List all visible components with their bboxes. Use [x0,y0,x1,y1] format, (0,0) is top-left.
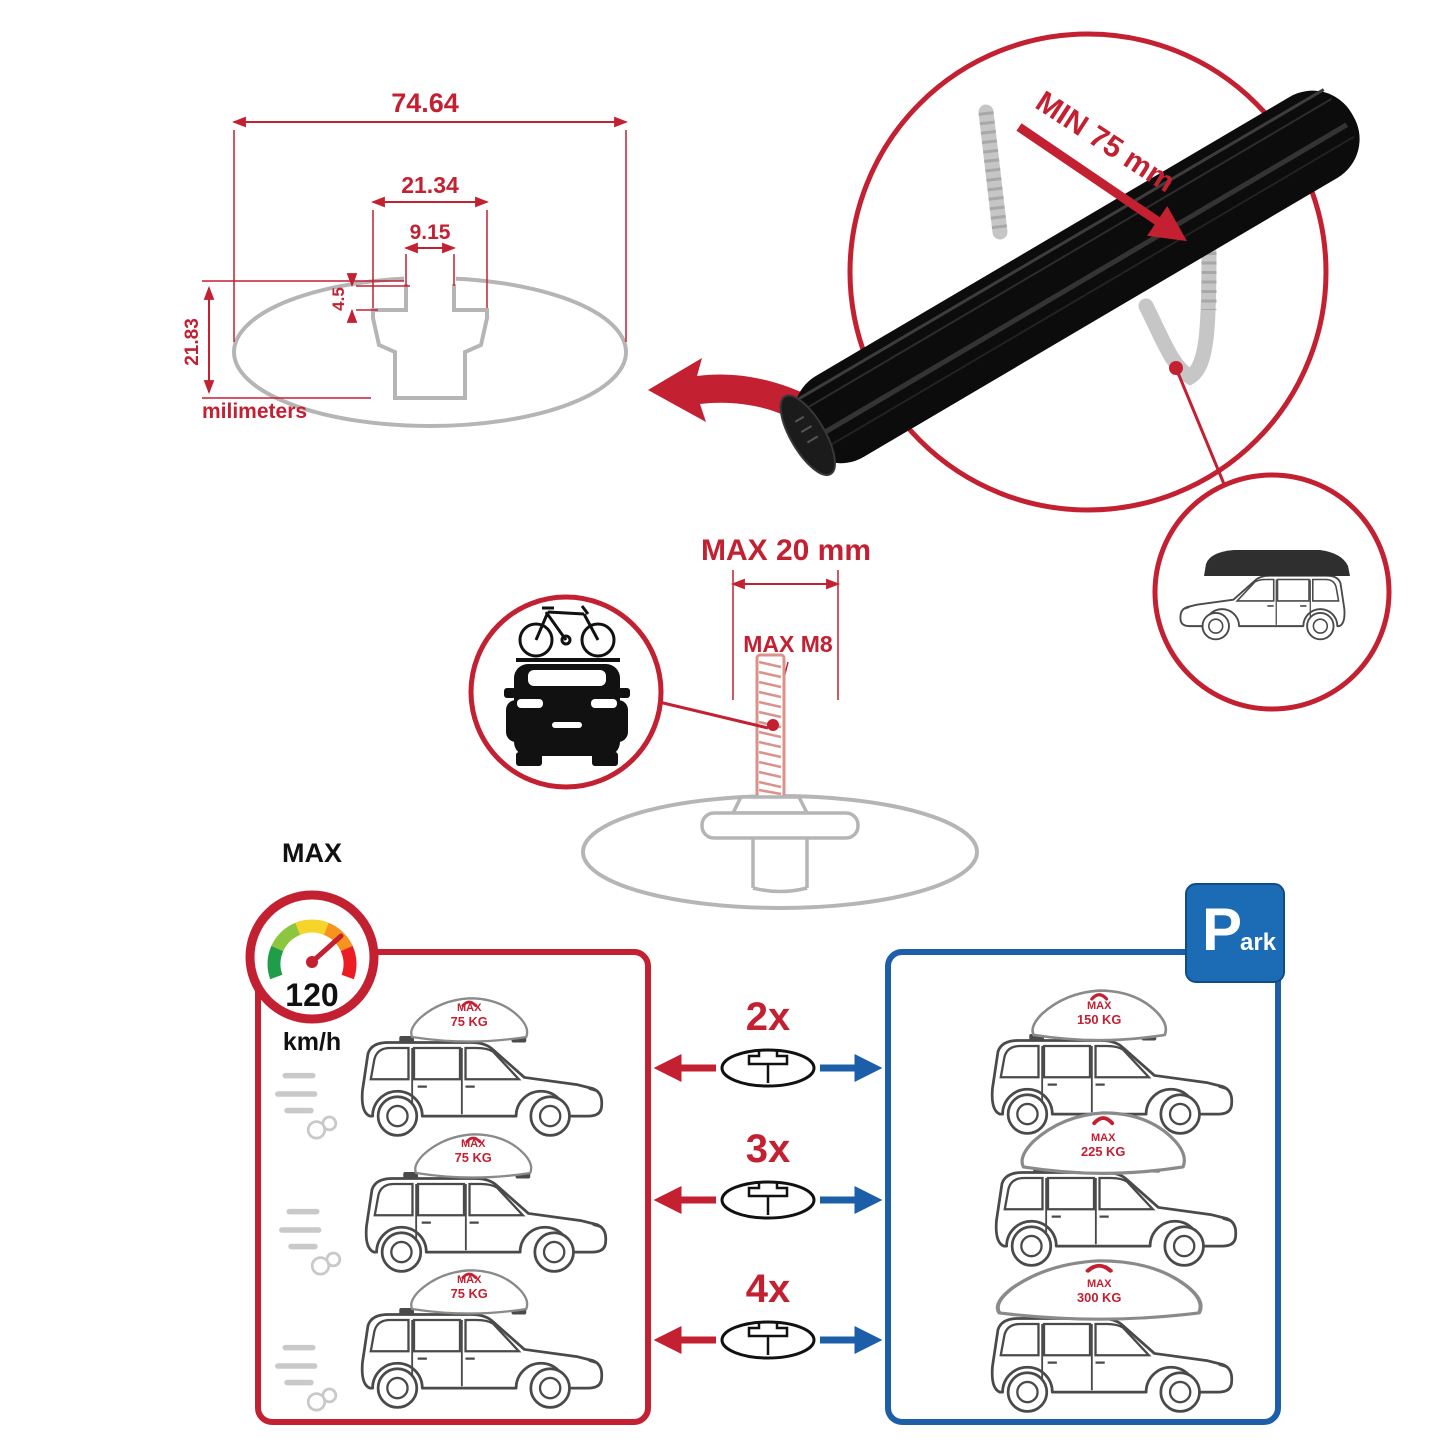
car-front-icon [504,664,630,766]
crossbar-section-icon [720,1180,816,1220]
bike-icon [518,605,616,658]
load-label-kg: 300 KG [1077,1290,1121,1305]
load-label-kg: 75 KG [451,1014,488,1029]
load-label-max: MAX [1091,1132,1116,1144]
roof-box [1204,550,1350,576]
multiplier-row-1: 2x [653,995,883,1088]
units-label: milimeters [202,400,307,423]
load-label-kg: 150 KG [1077,1012,1121,1027]
dim-lip-depth: 4.5 [329,287,348,311]
bar-count: 2x [746,995,791,1039]
bar-count: 3x [746,1127,791,1171]
pointer-arrow-to-diagram [648,358,860,452]
suv-roofbox-circle [1152,472,1392,712]
load-label-max: MAX [457,1274,482,1286]
dim-total-height: 21.83 [182,318,203,366]
crossbar-3d [779,88,1360,476]
connector-to-suv-circle [1174,367,1226,485]
load-label-max: MAX [1087,1000,1112,1012]
bar-count: 4x [746,1267,791,1311]
car-load-left-1: MAX 75 KG [278,996,604,1138]
dimension-diagram: 74.64 21.34 9.15 4.5 21.83 milimeters [182,88,629,428]
dim-slot-width: 9.15 [410,221,451,244]
gauge-needle [309,933,344,965]
bolt-section: MAX 20 mm MAX M8 [468,534,979,910]
dim-overall-width: 74.64 [391,88,459,118]
u-hook [978,104,1217,386]
car-front-circle [468,594,664,790]
max-length-label: MAX 20 mm [701,534,871,567]
bar-profile-channel [371,284,489,400]
load-label-max: MAX [1087,1278,1112,1290]
crossbar-section-icon [720,1320,816,1360]
multiplier-row-3: 4x [653,1267,883,1360]
suv-drawing [1179,550,1350,641]
car-load-right-3: MAX 300 KG [990,1261,1234,1413]
parking-sign-suffix: ark [1240,929,1277,956]
crossbar-detail-circle: MIN 75 mm [779,31,1360,513]
car-load-right-2: MAX 225 KG [994,1110,1238,1267]
speed-limit: MAX 120 km/h [245,838,379,1056]
car-load-left-2: MAX 75 KG [282,1132,608,1274]
multiplier-row-2: 3x [653,1127,883,1220]
speed-unit: km/h [283,1028,341,1056]
load-label-max: MAX [457,1002,482,1014]
speed-max-label: MAX [282,838,342,868]
bolt-point-dot [767,719,779,731]
connector-circle-to-bolt [658,700,769,730]
car-load-right-1: MAX 150 KG [990,988,1234,1135]
car-load-left-3: MAX 75 KG [278,1268,604,1410]
load-label-max: MAX [461,1138,486,1150]
load-label-kg: 75 KG [455,1150,492,1165]
max-thread-label: MAX M8 [743,631,833,657]
load-label-kg: 225 KG [1081,1144,1125,1159]
min-clearance-arrow [1016,123,1187,242]
parking-sign: P ark [1185,883,1285,983]
load-label-kg: 75 KG [451,1286,488,1301]
dim-channel-width: 21.34 [401,172,459,198]
crossbar-section-icon [720,1048,816,1088]
parking-sign-letter: P [1202,896,1242,963]
speed-value: 120 [285,977,338,1013]
